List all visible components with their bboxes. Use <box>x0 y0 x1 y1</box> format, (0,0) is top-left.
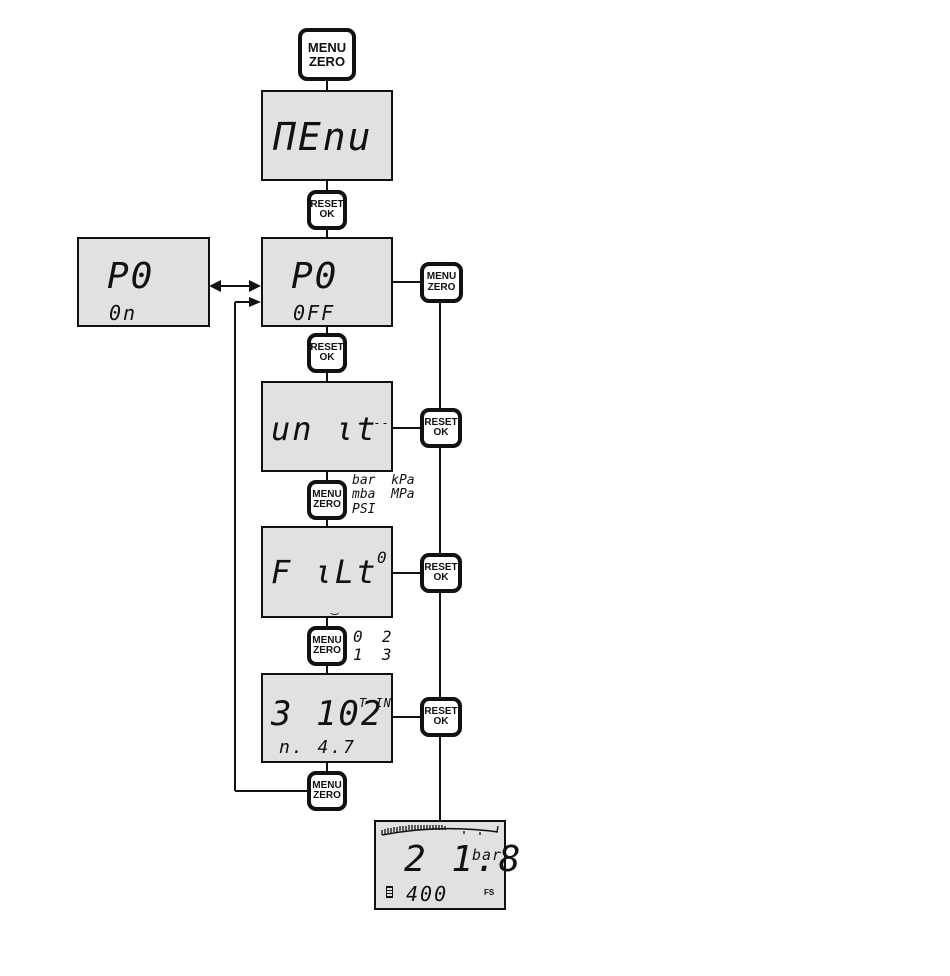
screen-unit-dashes: ---- <box>357 417 390 429</box>
reset-ok-button-info[interactable]: RESET OK <box>420 697 462 737</box>
button-label-line2: ZERO <box>313 500 341 511</box>
button-label-line2: OK <box>434 428 449 439</box>
button-label-line2: OK <box>434 573 449 584</box>
menu-zero-button-unit[interactable]: MENU ZERO <box>307 480 347 520</box>
filter-option-line2: 1 3 <box>353 646 392 664</box>
screen-p0-off-sub: 0FF <box>293 303 335 323</box>
screen-filt: F ιLt 0 ‿ <box>261 526 393 618</box>
screen-measure-fs-label: FS <box>484 888 494 897</box>
menu-zero-button-p0[interactable]: MENU ZERO <box>420 262 463 303</box>
screen-menu: ΠEnu <box>261 90 393 181</box>
button-label-line2: OK <box>320 210 335 221</box>
screen-filt-value: 0 <box>377 550 389 566</box>
screen-info-superscript: T IN <box>359 697 392 709</box>
button-label-line2: OK <box>320 353 335 364</box>
screen-p0-off: P0 0FF <box>261 237 393 327</box>
screen-measure: 2 1.8 bar 400 FS <box>374 820 506 910</box>
screen-p0-on-main: P0 <box>107 259 154 295</box>
screen-info: 3 102 T IN n. 4.7 <box>261 673 393 763</box>
menu-zero-button-filt[interactable]: MENU ZERO <box>307 626 347 666</box>
screen-p0-on: P0 0n <box>77 237 210 327</box>
button-label-line2: ZERO <box>313 791 341 802</box>
reset-ok-button-2[interactable]: RESET OK <box>307 333 347 373</box>
screen-measure-unit: bar <box>472 848 502 863</box>
button-label-line1: MENU <box>308 41 346 55</box>
screen-filt-text: F ιLt <box>271 556 377 588</box>
screen-p0-on-sub: 0n <box>109 303 137 323</box>
menu-zero-button-top[interactable]: MENU ZERO <box>298 28 356 81</box>
button-label-line2: ZERO <box>309 55 345 69</box>
screen-menu-text: ΠEnu <box>273 118 373 156</box>
battery-icon <box>386 886 393 898</box>
reset-ok-button-1[interactable]: RESET OK <box>307 190 347 230</box>
reset-ok-button-filt[interactable]: RESET OK <box>420 553 462 593</box>
unit-option-line2: mba MPa <box>352 488 415 502</box>
screen-unit: un ιt ---- <box>261 381 393 472</box>
button-label-line2: ZERO <box>313 646 341 657</box>
screen-measure-fs-value: 400 <box>406 884 448 904</box>
unit-options: bar kPa mba MPa PSI <box>352 474 415 517</box>
reset-ok-button-unit[interactable]: RESET OK <box>420 408 462 448</box>
filter-options: 0 2 1 3 <box>353 628 392 663</box>
button-label-line2: OK <box>434 717 449 728</box>
unit-option-line3: PSI <box>352 503 415 517</box>
button-label-line1: MENU <box>427 272 456 283</box>
filter-option-line1: 0 2 <box>353 628 392 646</box>
screen-p0-off-main: P0 <box>291 259 338 295</box>
button-label-line2: ZERO <box>428 283 456 294</box>
screen-info-sub: n. 4.7 <box>279 739 356 757</box>
screen-measure-value: 2 1.8 <box>404 842 522 878</box>
menu-zero-button-bottom[interactable]: MENU ZERO <box>307 771 347 811</box>
screen-filt-cursor: ‿ <box>331 602 340 614</box>
unit-option-line1: bar kPa <box>352 474 415 488</box>
